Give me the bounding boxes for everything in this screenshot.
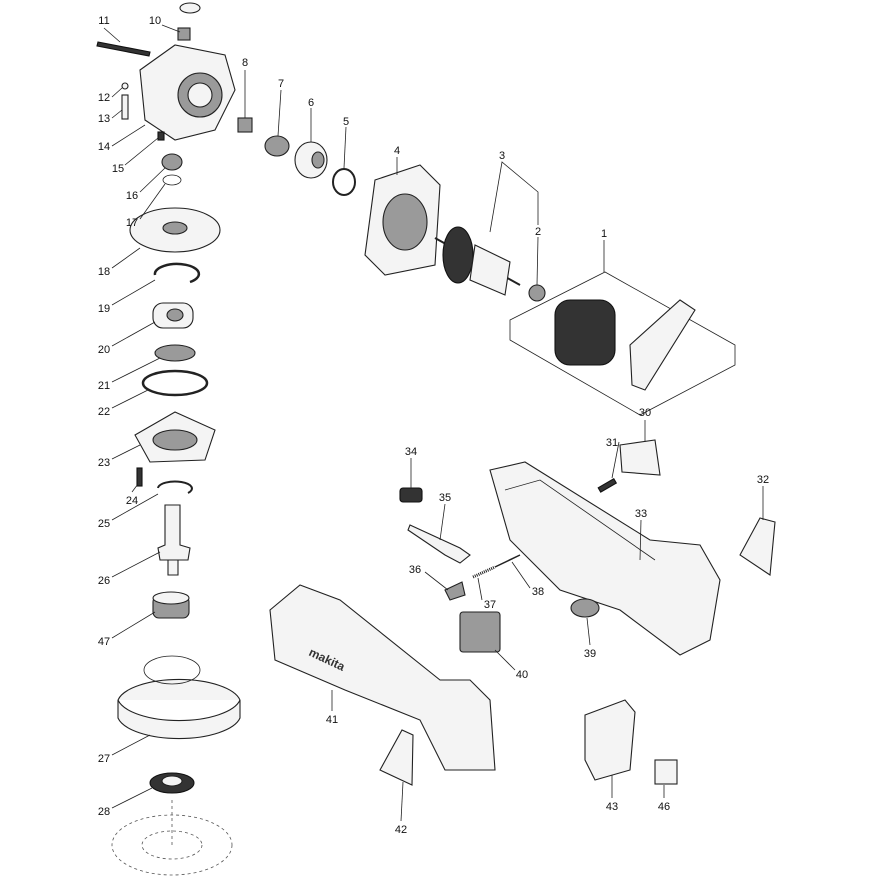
part-12: [121, 82, 129, 90]
callout-39: 39: [584, 648, 596, 660]
callout-23: 23: [98, 457, 110, 469]
callout-5: 5: [343, 116, 349, 128]
part-wheel-guard-27: [117, 655, 241, 740]
callout-12: 12: [98, 92, 110, 104]
part-screw-31: [597, 478, 618, 493]
part-rod-38: [494, 554, 521, 568]
part-wheel-outline: [111, 800, 233, 876]
callout-20: 20: [98, 344, 110, 356]
part-bearing-21: [154, 344, 196, 362]
callout-16: 16: [126, 190, 138, 202]
part-label-30: [619, 439, 661, 476]
callout-22: 22: [98, 406, 110, 418]
part-15: [157, 131, 165, 141]
callout-25: 25: [98, 518, 110, 530]
callout-33: 33: [635, 508, 647, 520]
part-13: [121, 94, 129, 120]
part-40: [459, 611, 501, 653]
part-46: [654, 759, 678, 785]
callout-35: 35: [439, 492, 451, 504]
callout-8: 8: [242, 57, 248, 69]
part-screw-24: [136, 467, 143, 487]
callout-43: 43: [606, 801, 618, 813]
part-spindle-26: [157, 504, 191, 576]
part-o-ring-22: [141, 369, 209, 397]
callout-26: 26: [98, 575, 110, 587]
callout-1: 1: [601, 228, 607, 240]
part-bolt-11: [96, 41, 151, 57]
callout-2: 2: [535, 226, 541, 238]
callout-11: 11: [98, 15, 109, 27]
callout-24: 24: [126, 495, 138, 507]
part-flange-28: [149, 772, 195, 794]
callout-46: 46: [658, 801, 670, 813]
callout-47: 47: [98, 636, 110, 648]
part-stator-assembly-1: [509, 271, 736, 416]
callout-labels: 1 2 3 4 5 6 7 8 10 11 12 13 14 15 16 17 …: [98, 15, 769, 836]
callout-13: 13: [98, 113, 110, 125]
callout-19: 19: [98, 303, 110, 315]
part-top: [179, 2, 201, 14]
callout-7: 7: [278, 78, 284, 90]
part-plate-4: [364, 164, 441, 276]
part-housing-33: [489, 461, 721, 656]
part-17: [162, 174, 182, 186]
callout-28: 28: [98, 806, 110, 818]
part-16: [161, 153, 183, 171]
callout-36: 36: [409, 564, 421, 576]
callout-15: 15: [112, 163, 124, 175]
callout-21: 21: [98, 380, 110, 392]
callout-27: 27: [98, 753, 110, 765]
part-gear-housing: [139, 44, 236, 141]
callout-41: 41: [326, 714, 338, 726]
part-10: [177, 27, 191, 41]
callout-34: 34: [405, 446, 417, 458]
callout-3: 3: [499, 150, 505, 162]
callout-18: 18: [98, 266, 110, 278]
part-43: [584, 699, 636, 781]
callout-40: 40: [516, 669, 528, 681]
callout-30: 30: [639, 407, 651, 419]
leader-lines: [103, 24, 764, 822]
part-47: [152, 591, 190, 619]
part-retaining-ring-19: [153, 262, 201, 284]
part-36: [444, 581, 466, 601]
part-ring-25: [157, 480, 193, 494]
callout-38: 38: [532, 586, 544, 598]
callout-17: 17: [126, 217, 138, 229]
part-42: [379, 729, 414, 786]
callout-14: 14: [98, 141, 110, 153]
part-spring-37: [472, 565, 496, 579]
part-housing-41: makita: [269, 584, 496, 771]
part-armature-3: [434, 226, 521, 296]
part-bearing-box-23: [134, 411, 216, 463]
callout-4: 4: [394, 145, 400, 157]
part-bearing-20: [152, 302, 194, 329]
callout-10: 10: [149, 15, 161, 27]
parts: makita: [96, 2, 776, 876]
callout-42: 42: [395, 824, 407, 836]
callout-6: 6: [308, 97, 314, 109]
part-nut-8: [237, 117, 253, 133]
part-o-ring-5: [332, 168, 356, 196]
part-32: [739, 517, 776, 576]
callout-31: 31: [606, 437, 618, 449]
part-lever-35: [407, 524, 471, 564]
part-bearing-2: [528, 284, 546, 302]
part-pinion-7: [264, 135, 290, 157]
part-switch-34: [399, 487, 423, 503]
callout-32: 32: [757, 474, 769, 486]
callout-37: 37: [484, 599, 496, 611]
part-bearing-6: [294, 141, 328, 179]
part-39: [570, 598, 600, 618]
